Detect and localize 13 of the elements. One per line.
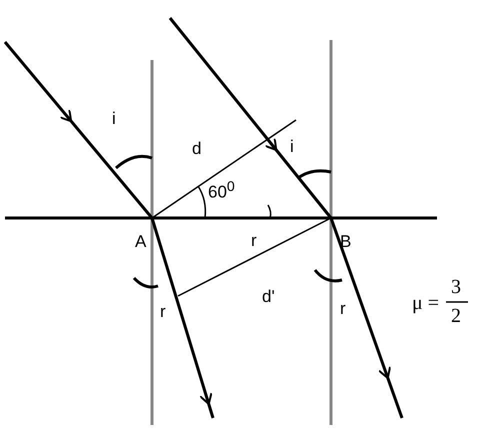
length-label: d' xyxy=(262,288,275,305)
equation-text: μ = xyxy=(412,293,440,313)
point-label: B xyxy=(340,233,352,250)
point-label: A xyxy=(135,233,146,250)
angle-label: i xyxy=(290,138,294,155)
angle-label: 60$^{0}$ xyxy=(208,180,235,201)
angle-label: r xyxy=(251,232,257,249)
length-label: d xyxy=(192,140,202,157)
angle-label: r xyxy=(160,303,166,320)
angle-label: i xyxy=(112,110,116,127)
equation-text: 3 xyxy=(451,277,461,297)
equation-text: 2 xyxy=(451,306,461,326)
angle-label: r xyxy=(340,300,346,317)
